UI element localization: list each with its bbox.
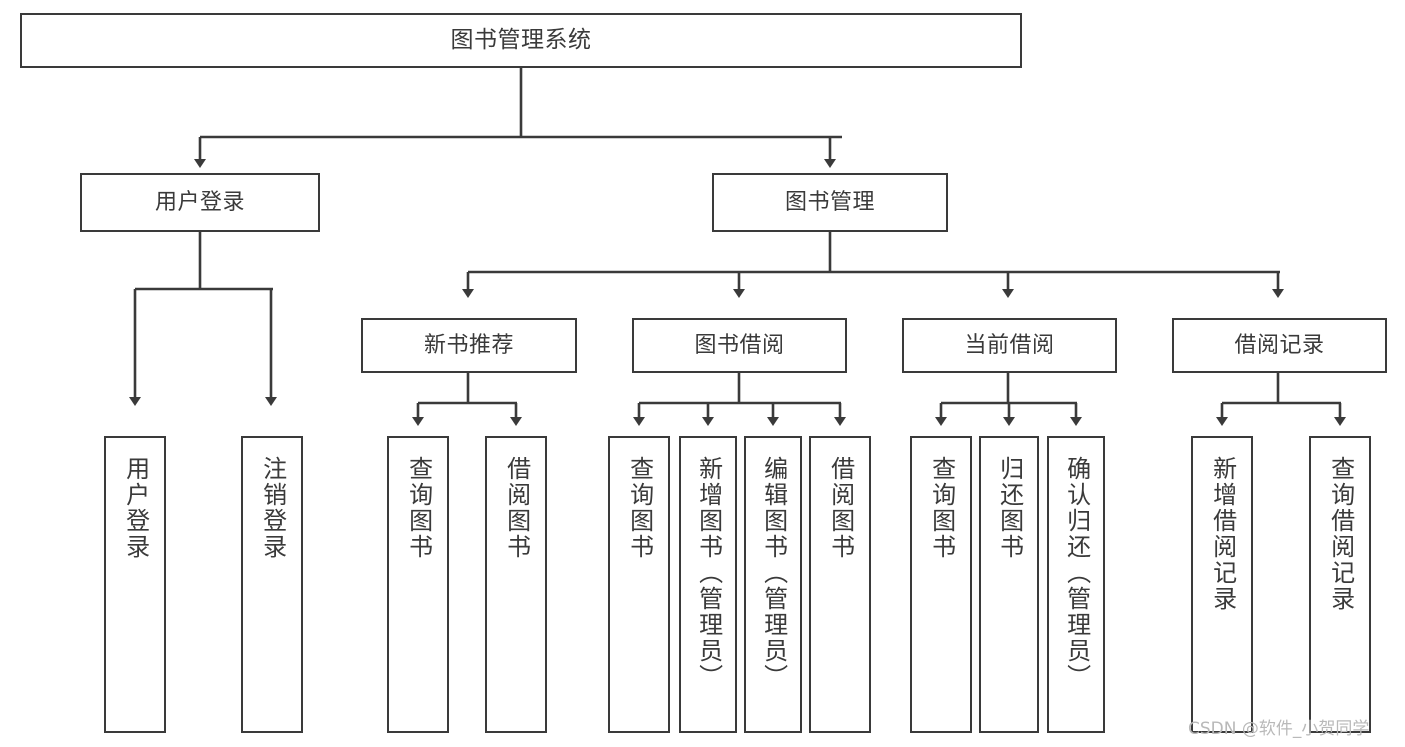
leaf-borrow-add-book-admin[interactable]: 新增图书（管理员） — [679, 436, 737, 733]
node-book-borrow[interactable]: 图书借阅 — [632, 318, 847, 373]
leaf-borrow-borrow-book-label: 借阅图书 — [826, 456, 855, 560]
csdn-watermark: CSDN @软件_小贺同学 — [1188, 719, 1370, 739]
leaf-current-return-book[interactable]: 归还图书 — [979, 436, 1039, 733]
leaf-user-login-logout[interactable]: 注销登录 — [241, 436, 303, 733]
leaf-current-confirm-return-admin[interactable]: 确认归还（管理员） — [1047, 436, 1105, 733]
node-new-book-recommend-label: 新书推荐 — [423, 332, 514, 358]
node-current-borrow[interactable]: 当前借阅 — [902, 318, 1117, 373]
leaf-borrow-edit-book-admin[interactable]: 编辑图书（管理员） — [744, 436, 802, 733]
leaf-record-query-record[interactable]: 查询借阅记录 — [1309, 436, 1371, 733]
leaf-current-confirm-return-admin-label: 确认归还（管理员） — [1062, 456, 1091, 690]
node-root-system[interactable]: 图书管理系统 — [20, 13, 1022, 68]
node-current-borrow-label: 当前借阅 — [964, 332, 1055, 358]
leaf-current-return-book-label: 归还图书 — [995, 456, 1024, 560]
leaf-record-add-record[interactable]: 新增借阅记录 — [1191, 436, 1253, 733]
node-borrow-record[interactable]: 借阅记录 — [1172, 318, 1387, 373]
leaf-recommend-query-book-label: 查询图书 — [404, 456, 433, 560]
leaf-record-add-record-label: 新增借阅记录 — [1208, 456, 1237, 612]
leaf-user-login-login[interactable]: 用户登录 — [104, 436, 166, 733]
node-user-login-label: 用户登录 — [154, 189, 245, 215]
leaf-user-login-logout-label: 注销登录 — [258, 456, 287, 560]
leaf-borrow-edit-book-admin-label: 编辑图书（管理员） — [759, 456, 788, 690]
node-root-label: 图书管理系统 — [450, 27, 592, 54]
node-book-management[interactable]: 图书管理 — [712, 173, 948, 232]
node-user-login[interactable]: 用户登录 — [80, 173, 320, 232]
leaf-borrow-borrow-book[interactable]: 借阅图书 — [809, 436, 871, 733]
leaf-borrow-query-book-label: 查询图书 — [625, 456, 654, 560]
node-book-management-label: 图书管理 — [784, 189, 875, 215]
leaf-record-query-record-label: 查询借阅记录 — [1326, 456, 1355, 612]
leaf-borrow-query-book[interactable]: 查询图书 — [608, 436, 670, 733]
node-new-book-recommend[interactable]: 新书推荐 — [361, 318, 577, 373]
leaf-current-query-book[interactable]: 查询图书 — [910, 436, 972, 733]
leaf-user-login-login-label: 用户登录 — [121, 456, 150, 560]
leaf-borrow-add-book-admin-label: 新增图书（管理员） — [694, 456, 723, 690]
leaf-current-query-book-label: 查询图书 — [927, 456, 956, 560]
node-borrow-record-label: 借阅记录 — [1234, 332, 1325, 358]
leaf-recommend-query-book[interactable]: 查询图书 — [387, 436, 449, 733]
node-book-borrow-label: 图书借阅 — [694, 332, 785, 358]
leaf-recommend-borrow-book[interactable]: 借阅图书 — [485, 436, 547, 733]
leaf-recommend-borrow-book-label: 借阅图书 — [502, 456, 531, 560]
